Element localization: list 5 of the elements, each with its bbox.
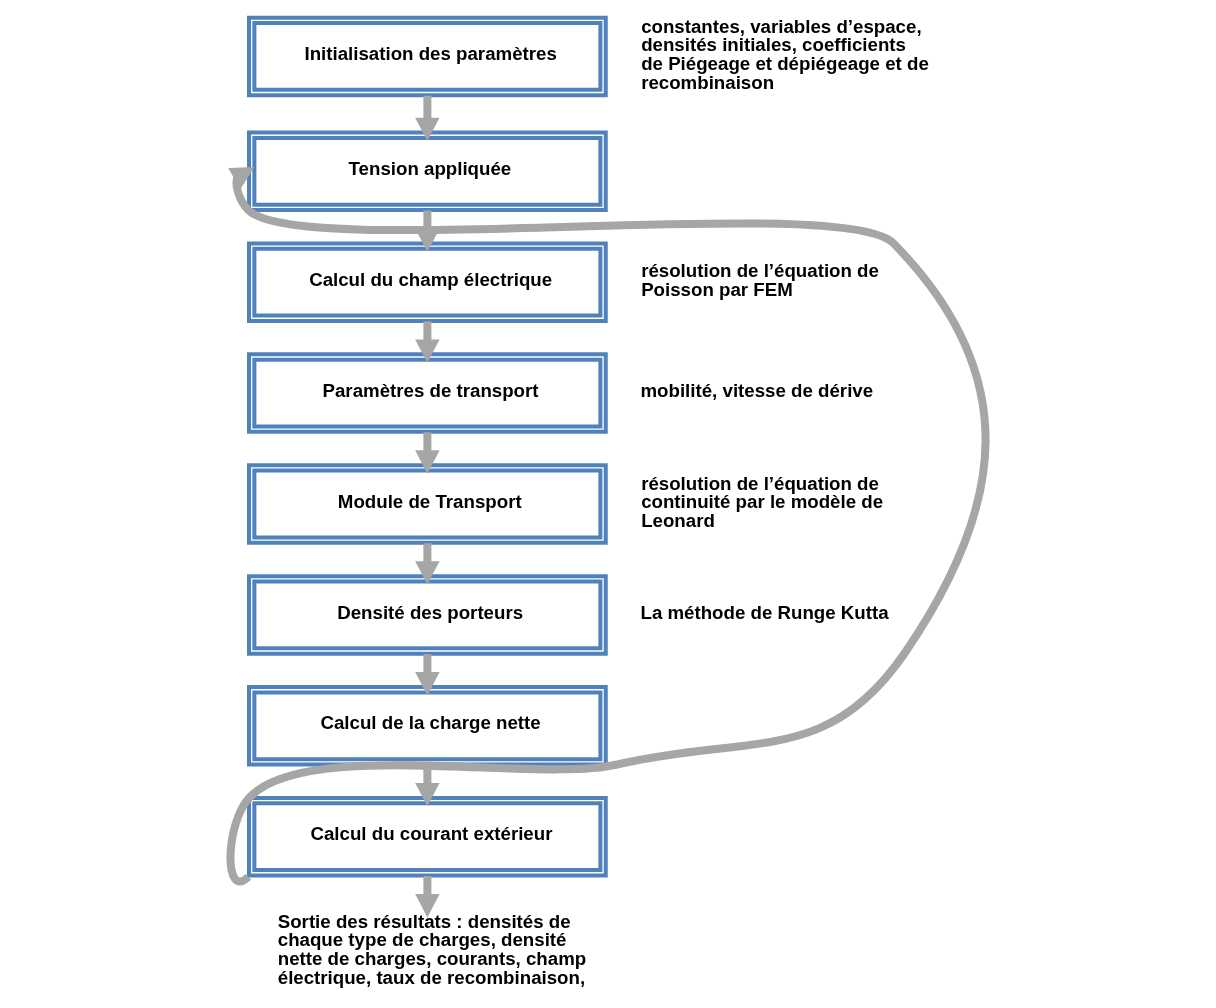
node-label: constantes, variables d’espace, densités initiales, coefficients de Piégeage et dépiégeage et de recombinaison (641, 15, 929, 93)
arrow (415, 876, 440, 918)
node-text: Sortie des résultats : densités de chaque type de charges, densité nette de charges, courants, champ électrique, taux de recombinaison, (277, 910, 587, 988)
node-box: Initialisation des paramètres (247, 15, 608, 98)
arrow (415, 95, 440, 142)
